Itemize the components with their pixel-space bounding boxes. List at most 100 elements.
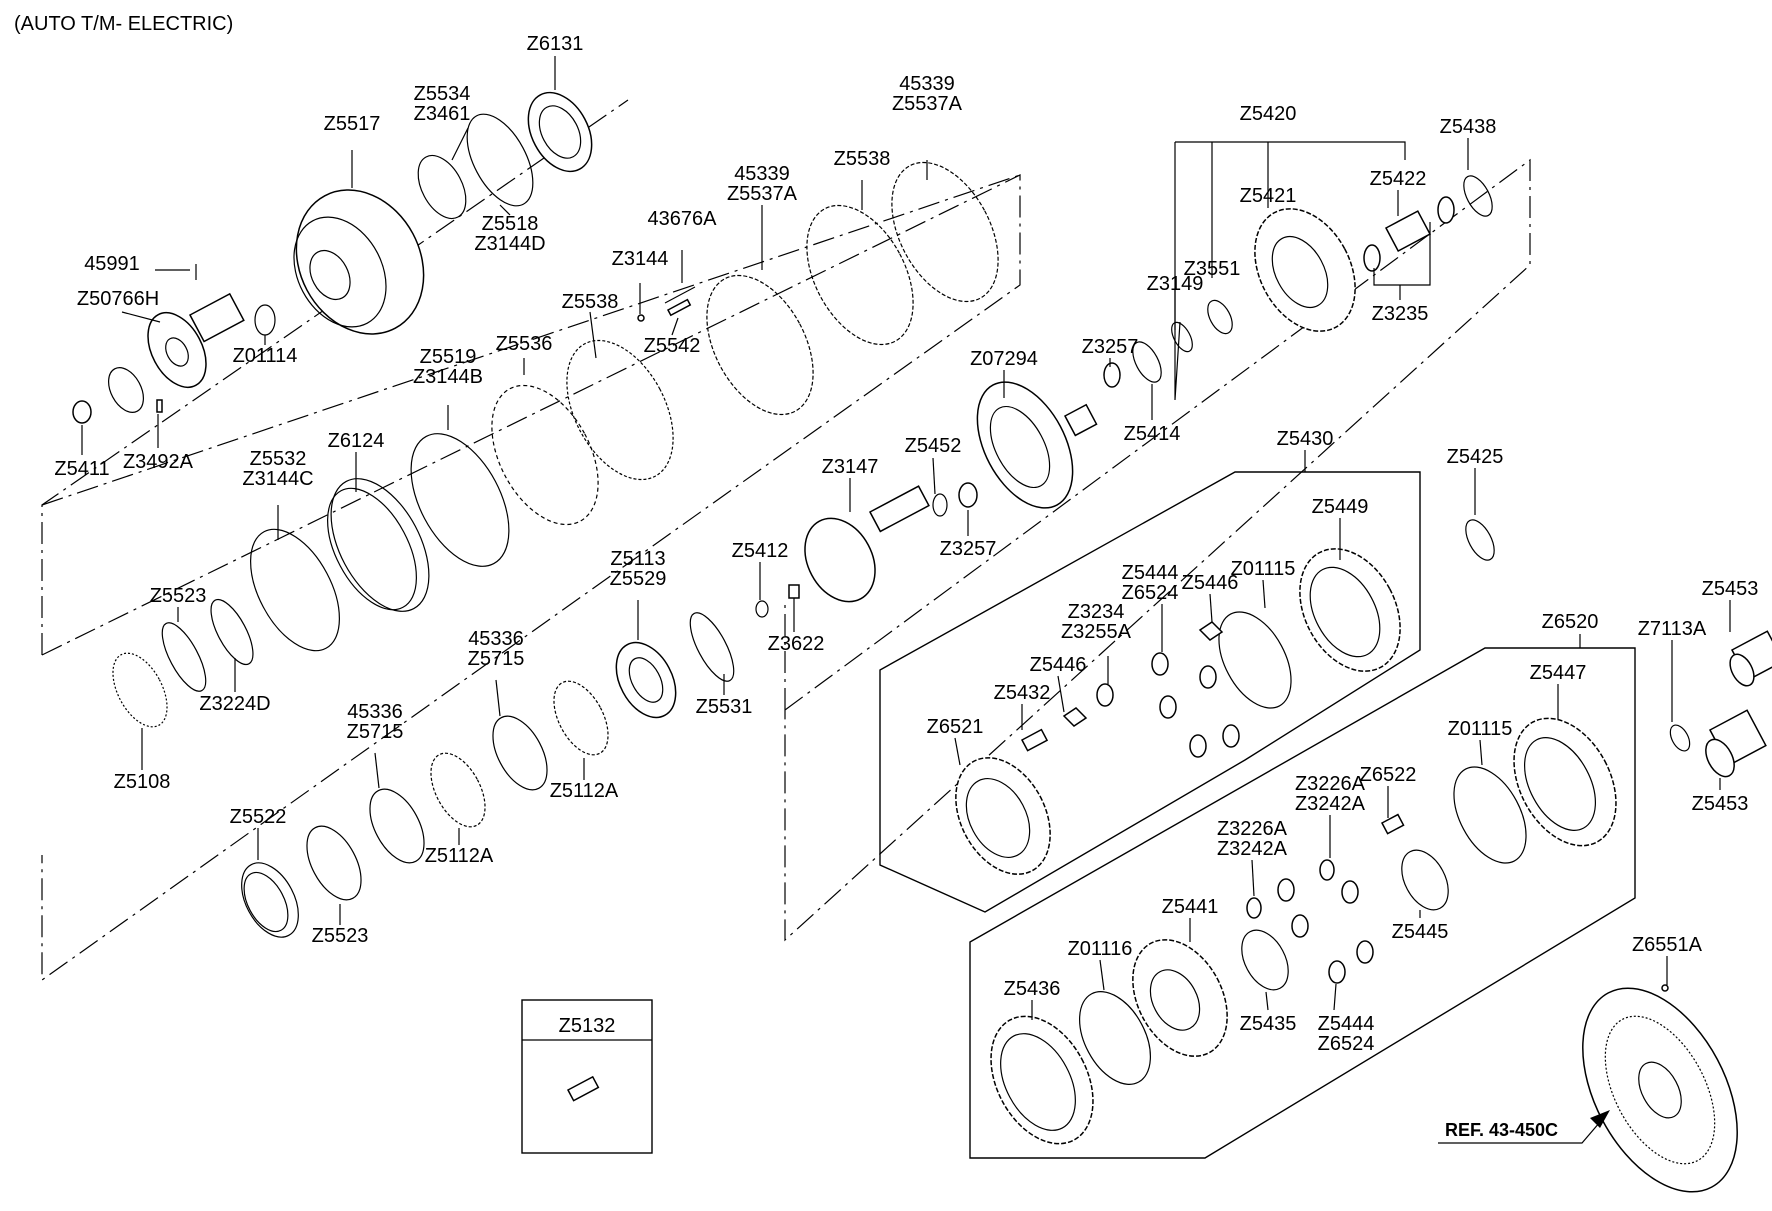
z5532-ring-part [250,528,340,652]
part-label-z5411: Z5411 [54,458,109,480]
z5523-ring-a-part [161,622,207,692]
part-label-z5452: Z5452 [905,435,962,457]
z3257-bearing-b-part [958,482,978,508]
z01115-ring-b-part [1453,766,1527,864]
part-label-z3226a-b-line1: Z3226A [1217,818,1288,840]
part-label-z5542: Z5542 [644,335,701,357]
z5425-washer-part [1465,519,1495,561]
part-label-z5449: Z5449 [1312,496,1369,518]
part-label-z5532-line1: Z5532 [250,448,307,470]
z5441-carrier-part [1132,939,1228,1057]
z5113-ring-part [615,641,677,719]
z5445-plate-part [1401,849,1449,911]
part-label-z3144: Z3144 [612,248,669,270]
z5112a-disc-b-part [430,752,486,828]
part-label-z5523-b: Z5523 [312,925,369,947]
part-label-z5453-b: Z5453 [1692,793,1749,815]
z5132-pin-part [566,1075,600,1102]
inset-box: Z5132 [521,999,653,1154]
z6522-pin-part [1380,813,1405,835]
part-label-z01116: Z01116 [1068,938,1133,960]
z5538-plate-a-part [806,204,914,346]
z3147-shaft-part [804,485,930,603]
part-label-z5446-a: Z5446 [1182,572,1239,594]
z5414-washer-part [1132,341,1162,383]
part-label-z6521: Z6521 [927,716,984,738]
part-label-z3551: Z3551 [1184,258,1241,280]
z5112a-disc-a-part [553,680,609,756]
part-label-45336-a-line1: 45336 [468,628,524,650]
torque-converter-part [1582,987,1738,1193]
part-label-z5112a-a: Z5112A [550,780,619,802]
z5534-ring-part [417,154,467,220]
part-label-z5534-line1: Z5534 [414,83,471,105]
z01114-snapring-part [254,304,276,336]
z3551-ring-part [1207,299,1233,335]
part-label-z3622: Z3622 [768,633,825,655]
z3257-bearing-a-part [1103,362,1121,388]
part-label-z5438: Z5438 [1440,116,1497,138]
z01116-ring-part [1079,991,1151,1085]
reference-label[interactable]: REF. 43-450C [1445,1120,1558,1140]
43676a-spring-part [664,286,696,304]
z3622-pin-part [788,584,800,599]
reference-callout[interactable]: REF. 43-450C [1438,1110,1610,1144]
z3226a-needle-a-part [1319,859,1335,881]
z3492a-pin-part [156,399,163,413]
leader-lines [81,56,1731,1020]
part-label-z6131: Z6131 [527,33,584,55]
z6131-bearing-part [527,91,593,173]
part-label-45336-a-line2: Z5715 [468,648,525,670]
part-label-z07294: Z07294 [970,348,1038,370]
part-label-z7113a: Z7113A [1638,618,1707,640]
part-label-z5108: Z5108 [114,771,171,793]
z07294-carrier-part [976,381,1098,509]
arrow-head-icon [1590,1110,1610,1128]
part-label-z3149: Z3149 [1147,273,1204,295]
part-label-z5112a-b: Z5112A [425,845,494,867]
part-label-45336-b-line1: 45336 [347,701,403,723]
part-label-z5518-line2: Z3144D [474,233,545,255]
part-label-z5445: Z5445 [1392,921,1449,943]
part-label-z6520: Z6520 [1542,611,1599,633]
z6551a-bolt-part [1661,984,1669,992]
z5432-pin-part [1020,728,1049,752]
z3224d-ring-part [210,598,254,666]
z5446-plate-a-part [1198,621,1224,641]
z01115-ring-a-part [1218,611,1292,709]
part-label-z5536: Z5536 [496,333,553,355]
z5108-spring-part [112,652,168,728]
z5411-bearing-part [72,400,92,424]
part-label-z5523-a: Z5523 [150,585,207,607]
z3144-ball-part [637,314,645,322]
part-label-z5517: Z5517 [324,113,381,135]
part-label-z5421: Z5421 [1240,185,1297,207]
z5446-plate-b-part [1062,707,1088,727]
part-label-z5432: Z5432 [994,682,1051,704]
part-label-z3234-line1: Z3234 [1068,601,1125,623]
part-label-z5436: Z5436 [1004,978,1061,1000]
z5453-bearing-a-part [1729,630,1772,687]
z5444-pinion-b-part [1328,960,1346,984]
part-label-z5531: Z5531 [696,696,753,718]
planet-carrier-box-upper [879,471,1421,913]
part-label-z5446-b: Z5446 [1030,654,1087,676]
part-label-z01115-a: Z01115 [1231,558,1296,580]
part-labels: Z6131Z5534Z3461Z5517Z5518Z3144D45991Z507… [54,33,1758,1055]
45339-disc-b-part [891,161,999,303]
part-label-z5444-a-line2: Z6524 [1122,582,1179,604]
part-label-z3226a-a-line2: Z3242A [1295,793,1366,815]
part-label-z5538-b: Z5538 [562,291,619,313]
part-graphics [72,91,1772,1193]
z3226a-needle-b-part [1246,897,1262,919]
z5542-pin-part [666,298,692,317]
part-label-z3226a-b-line2: Z3242A [1217,838,1288,860]
z5435-plate-part [1241,929,1289,991]
part-label-z6124: Z6124 [328,430,385,452]
z3149-ring-part [1171,321,1193,353]
z5444-pinion-a-part [1151,652,1169,676]
part-label-z01115-b: Z01115 [1448,718,1513,740]
z5518-ring-part [466,113,534,207]
part-label-45339-a-line2: Z5537A [727,183,798,205]
z5421-gear-part [1254,208,1356,332]
